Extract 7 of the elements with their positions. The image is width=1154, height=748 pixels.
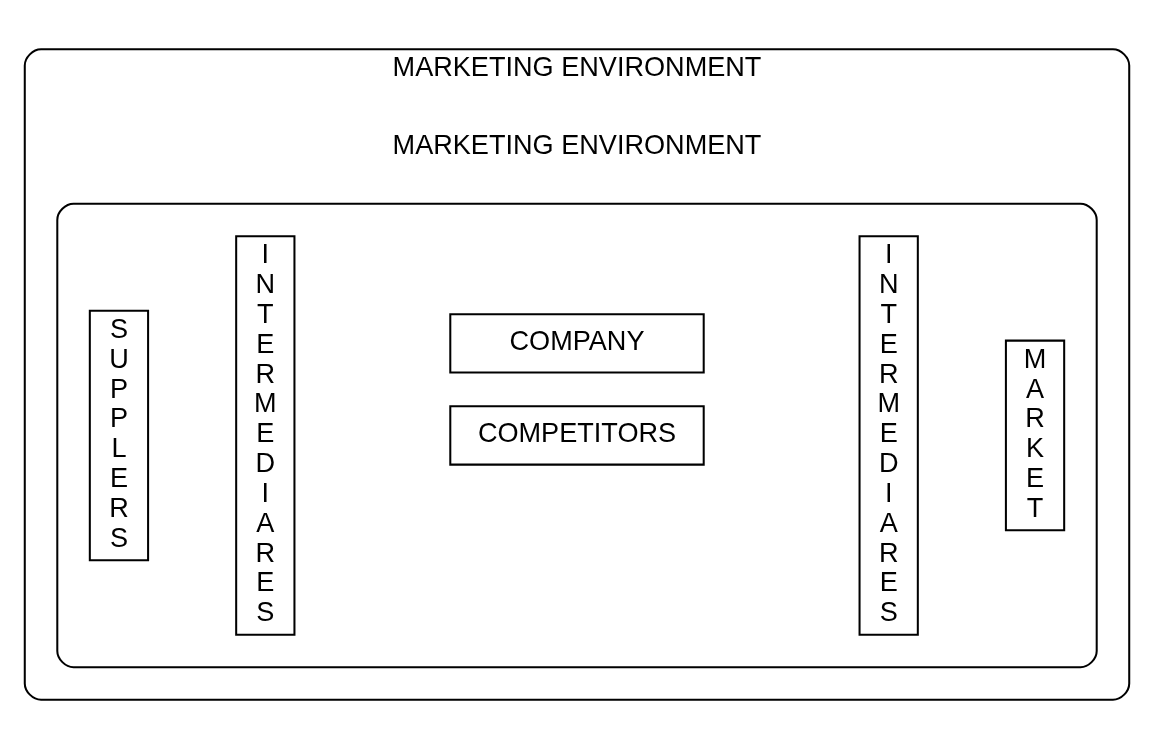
cluster xyxy=(56,202,1098,668)
node-box: SUPPLERS xyxy=(88,309,150,561)
node-box: MARKET xyxy=(1004,339,1066,531)
node-box: COMPANY xyxy=(449,312,705,373)
node-box: INTERMEDIARES xyxy=(858,234,919,636)
node-box: INTERMEDIARES xyxy=(235,234,296,636)
node-box: COMPETITORS xyxy=(449,404,705,466)
